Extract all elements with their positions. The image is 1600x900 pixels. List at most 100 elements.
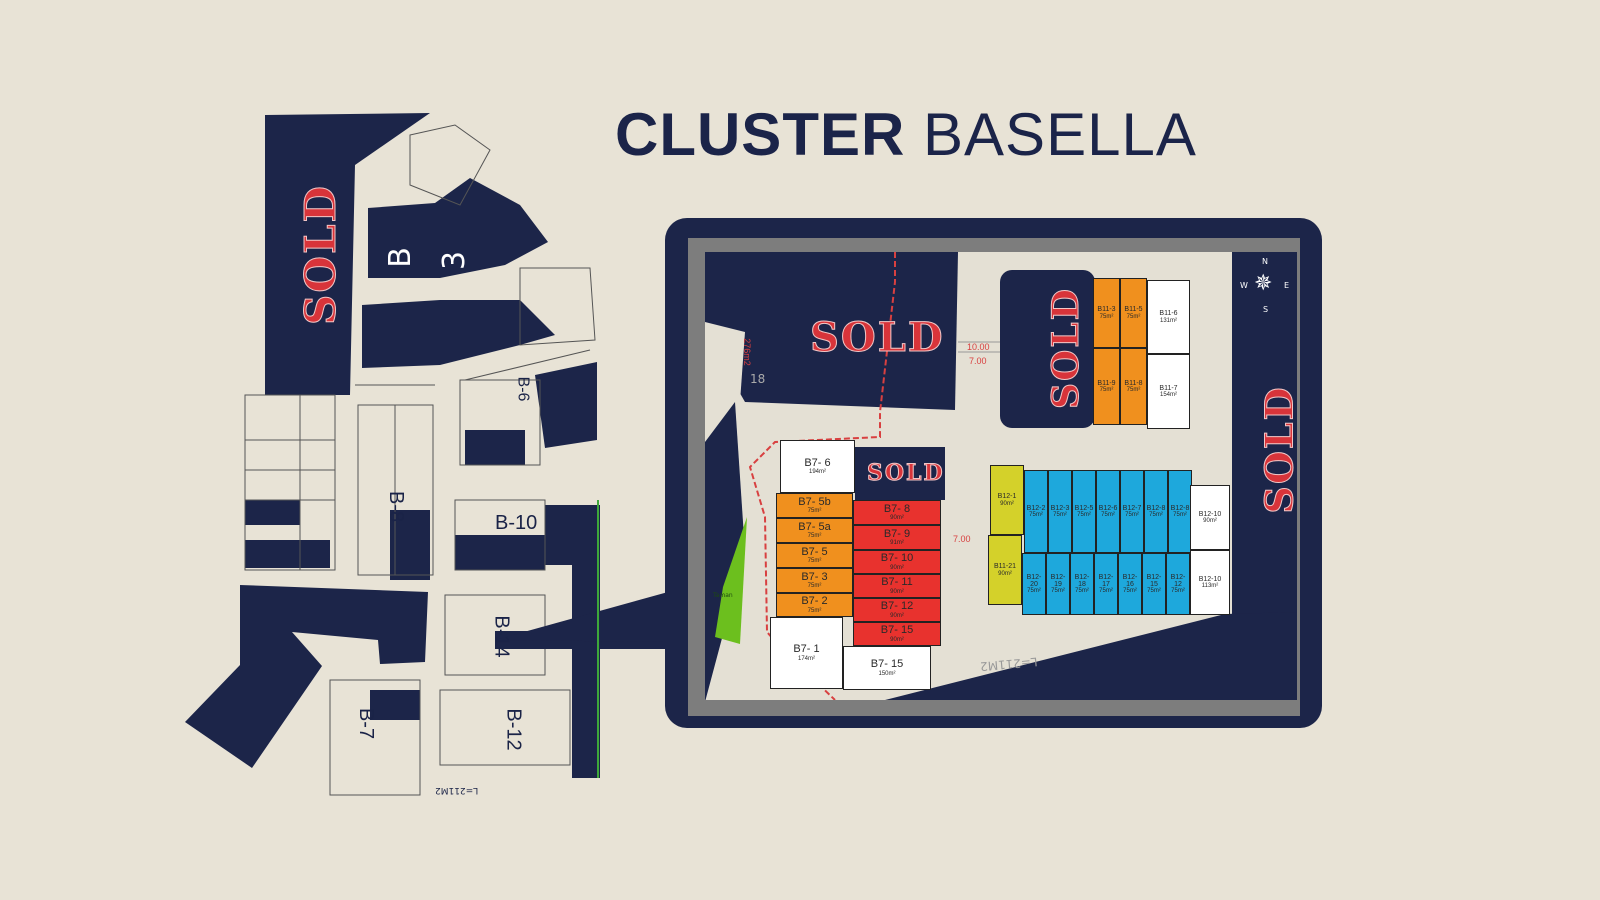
sold-label-b11: SOLD — [1044, 287, 1087, 410]
compass-rose: N W E S ✵ — [1240, 257, 1292, 319]
lot-dark — [245, 540, 330, 568]
lot-dark — [245, 500, 300, 525]
lot-dark — [455, 535, 545, 570]
lot-label: B12-15 — [1146, 573, 1162, 588]
lot-area: 75m² — [1125, 512, 1139, 519]
lot-label: B12-16 — [1122, 573, 1138, 588]
sold-lot-b7 — [855, 447, 945, 500]
lot-label: B12-20 — [1026, 573, 1042, 588]
lot-area: 91m² — [890, 540, 904, 547]
lot-label: B7- 15 — [870, 658, 904, 671]
lot-label: B7- 5 — [801, 545, 828, 558]
lot-area: 90m² — [998, 570, 1012, 577]
compass-w: W — [1240, 281, 1248, 290]
lot-area: 154m² — [1159, 392, 1177, 399]
lot-label: B12-6 — [1098, 504, 1118, 512]
lot-area: 75m² — [807, 508, 822, 515]
lot-dark — [370, 690, 420, 720]
dimension-label: 7.00 — [969, 356, 987, 366]
lot-label: B7- 3 — [801, 570, 828, 583]
lot-area: 75m² — [1029, 512, 1043, 519]
lot-label: B11-5 — [1124, 306, 1143, 314]
lot-area: 75m² — [807, 558, 822, 565]
lot-label: B7- 2 — [801, 595, 828, 608]
lot-area: 75m² — [1149, 512, 1163, 519]
block-b6 — [535, 362, 597, 448]
page-title: CLUSTER BASELLA — [615, 100, 1197, 169]
overview-sold-label: SOLD — [295, 184, 345, 326]
sold-label-east: SOLD — [1256, 385, 1297, 514]
sold-strip-east — [1232, 252, 1297, 642]
sold-block-west — [705, 402, 745, 700]
lot-area: 90m² — [890, 515, 904, 522]
compass-star-icon: ✵ — [1254, 271, 1273, 296]
lot-area: 75m² — [1101, 512, 1115, 519]
lot-label: B12-18 — [1074, 573, 1090, 588]
block-b3 — [368, 178, 548, 278]
lot-label: B7- 1 — [793, 643, 820, 656]
lot-label: B11-21 — [993, 563, 1017, 571]
lot-area: 75m² — [1171, 588, 1185, 595]
lot-label: B7- 5a — [798, 520, 831, 533]
lot-label: B7- 8 — [883, 502, 911, 515]
lot-label: B7- 6 — [804, 456, 831, 469]
lot-area: 75m² — [1147, 588, 1161, 595]
park-taman — [715, 517, 747, 644]
block-south — [185, 585, 428, 768]
block-label-b8: B-8 — [385, 490, 408, 523]
lot-area: 75m² — [807, 533, 822, 540]
lot-area: 174m² — [797, 655, 815, 662]
lot-area: 150m² — [878, 670, 896, 677]
lot-label: B12-3 — [1050, 504, 1070, 512]
lot-area: 75m² — [1173, 512, 1187, 519]
block-label-3: 3 — [437, 250, 473, 271]
sold-block-b11 — [1000, 270, 1095, 428]
lot-area: 75m² — [1126, 387, 1141, 394]
dimension-label: 276m2 — [741, 338, 752, 366]
lot-label: B12-10 — [1198, 575, 1222, 583]
lot-area: 113m² — [1201, 583, 1219, 590]
lot-area: 75m² — [1053, 512, 1067, 519]
lot-area: 75m² — [1099, 387, 1114, 394]
lot-area: 90m² — [1000, 500, 1014, 507]
lot-label: B7- 5b — [798, 495, 831, 508]
